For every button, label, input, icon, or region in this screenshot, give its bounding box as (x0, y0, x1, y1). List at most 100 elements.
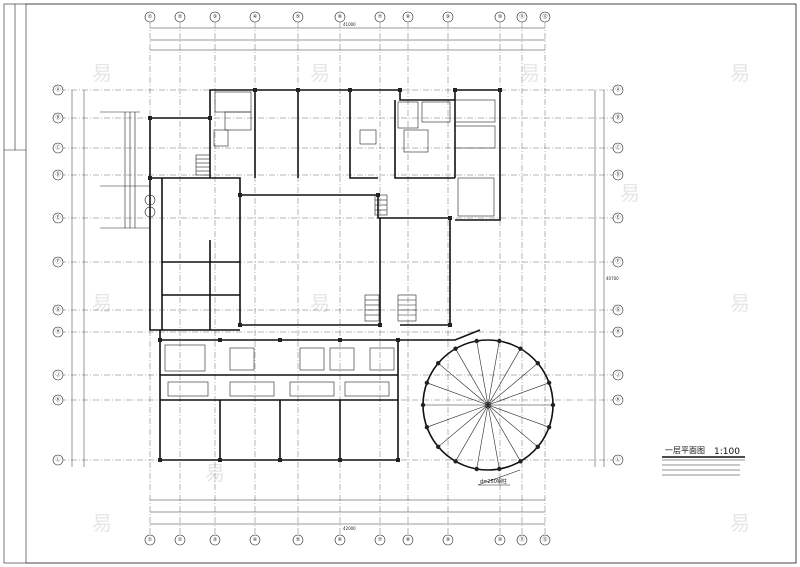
pavilion-spoke (455, 404, 489, 462)
svg-text:⑨: ⑨ (446, 537, 450, 543)
svg-text:Ⓖ: Ⓖ (615, 306, 620, 313)
svg-text:⑥: ⑥ (338, 14, 343, 20)
pavilion-column (497, 466, 502, 472)
grid-bubble-right: Ⓕ (612, 256, 624, 268)
overall-width-bottom: 42000 (343, 526, 356, 531)
svg-text:Ⓔ: Ⓔ (615, 214, 620, 221)
room-partitions (100, 91, 496, 397)
watermark: 易 (310, 291, 330, 315)
svg-text:①: ① (148, 537, 153, 543)
grid-bubble-bottom: ④ (249, 534, 261, 546)
grid-bubble-left: Ⓚ (52, 394, 64, 406)
grid-bubble-bottom: ⑦ (374, 534, 386, 546)
watermark: 易 (310, 61, 330, 85)
pavilion-column (535, 361, 540, 366)
pavilion-column (550, 402, 556, 408)
svg-text:Ⓙ: Ⓙ (615, 371, 620, 378)
svg-text:④: ④ (253, 14, 258, 20)
svg-text:⑨: ⑨ (446, 14, 450, 20)
svg-text:Ⓛ: Ⓛ (55, 456, 60, 463)
svg-text:⑧: ⑧ (406, 14, 411, 20)
pavilion-spoke (487, 404, 550, 428)
pavilion-column (546, 425, 552, 430)
pavilion-column (497, 338, 502, 344)
grid-bubble-top: ⑦ (374, 11, 386, 23)
grid-bubble-left: Ⓓ (52, 169, 64, 181)
grid-bubble-bottom: ⑫ (539, 534, 551, 546)
svg-text:Ⓑ: Ⓑ (615, 114, 620, 121)
drawing-scale: 1:100 (714, 447, 740, 457)
grid-bubble-right: Ⓓ (612, 169, 624, 181)
grid-bubble-bottom: ⑤ (292, 534, 304, 546)
svg-text:Ⓓ: Ⓓ (615, 171, 620, 178)
column-tag-label: d=250钢柱 (480, 478, 507, 485)
overall-depth: 40700 (606, 276, 619, 281)
watermark-layer: 易 易 易 易 易 易 易 易 易 易 易 (92, 61, 750, 535)
svg-text:②: ② (178, 14, 183, 20)
grid-bubble-bottom: ⑪ (516, 534, 528, 546)
pavilion-spoke (455, 348, 489, 406)
pavilion-spoke (487, 382, 550, 406)
grid-bubble-right: Ⓔ (612, 212, 624, 224)
grid-bubble-right: Ⓑ (612, 112, 624, 124)
grid-bubble-bottom: ② (174, 534, 186, 546)
grid-bubble-right: Ⓒ (612, 142, 624, 154)
pavilion-spoke (487, 404, 500, 470)
grid-bubble-top: ⑪ (516, 11, 528, 23)
grid-bubble-top: ⑧ (402, 11, 414, 23)
svg-text:Ⓐ: Ⓐ (55, 86, 60, 93)
grid-bubble-left: Ⓙ (52, 369, 64, 381)
svg-text:⑥: ⑥ (338, 537, 343, 543)
pavilion-column (424, 380, 430, 385)
svg-text:Ⓖ: Ⓖ (55, 306, 60, 313)
pavilion-spoke (426, 382, 489, 406)
grid-bubble-right: Ⓗ (612, 326, 624, 338)
pavilion-column (436, 444, 441, 449)
grid-bubble-right: Ⓐ (612, 84, 624, 96)
grid-bubble-top: ⑫ (539, 11, 551, 23)
pavilion-spoke (487, 340, 500, 406)
grid-bubble-left: Ⓖ (52, 304, 64, 316)
watermark: 易 (92, 511, 112, 535)
pavilion-spoke (476, 404, 489, 470)
svg-text:Ⓗ: Ⓗ (55, 328, 60, 335)
svg-text:⑪: ⑪ (519, 13, 524, 20)
grid-bubble-top: ⑩ (494, 11, 506, 23)
svg-text:⑫: ⑫ (542, 13, 547, 20)
drawing-title-block: 一层平面图 1:100 (662, 446, 745, 476)
grid-bubble-right: Ⓖ (612, 304, 624, 316)
pavilion-column (546, 380, 552, 385)
pavilion-column (518, 346, 523, 351)
circular-pavilion (420, 338, 556, 472)
grid-bubble-left: Ⓑ (52, 112, 64, 124)
grid-bubble-bottom: ③ (209, 534, 221, 546)
svg-text:①: ① (148, 14, 153, 20)
svg-text:⑤: ⑤ (296, 537, 300, 543)
bottom-dimensions: 42000 (150, 499, 545, 531)
top-grid-bubbles: ① ② ③ ④ ⑤ ⑥ ⑦ ⑧ ⑨ ⑩ ⑪ ⑫ (144, 11, 551, 23)
watermark: 易 (730, 511, 750, 535)
grid-bubble-right: Ⓙ (612, 369, 624, 381)
grid-bubble-left: Ⓕ (52, 256, 64, 268)
column-tag-leader (477, 469, 521, 486)
watermark: 易 (92, 61, 112, 85)
grid-bubble-bottom: ⑩ (494, 534, 506, 546)
grid-bubble-top: ③ (209, 11, 221, 23)
svg-text:②: ② (178, 537, 183, 543)
svg-text:Ⓒ: Ⓒ (615, 144, 620, 151)
structural-columns (148, 88, 502, 462)
svg-text:⑤: ⑤ (296, 14, 300, 20)
pavilion-column (420, 402, 426, 408)
svg-text:Ⓕ: Ⓕ (55, 258, 60, 265)
watermark: 易 (92, 291, 112, 315)
svg-text:Ⓙ: Ⓙ (55, 371, 60, 378)
overall-width-top: 41000 (343, 22, 356, 27)
pavilion-spoke (438, 362, 489, 406)
svg-text:⑪: ⑪ (519, 536, 524, 543)
grid-bubble-top: ⑤ (292, 11, 304, 23)
sheet-border (3, 3, 797, 564)
